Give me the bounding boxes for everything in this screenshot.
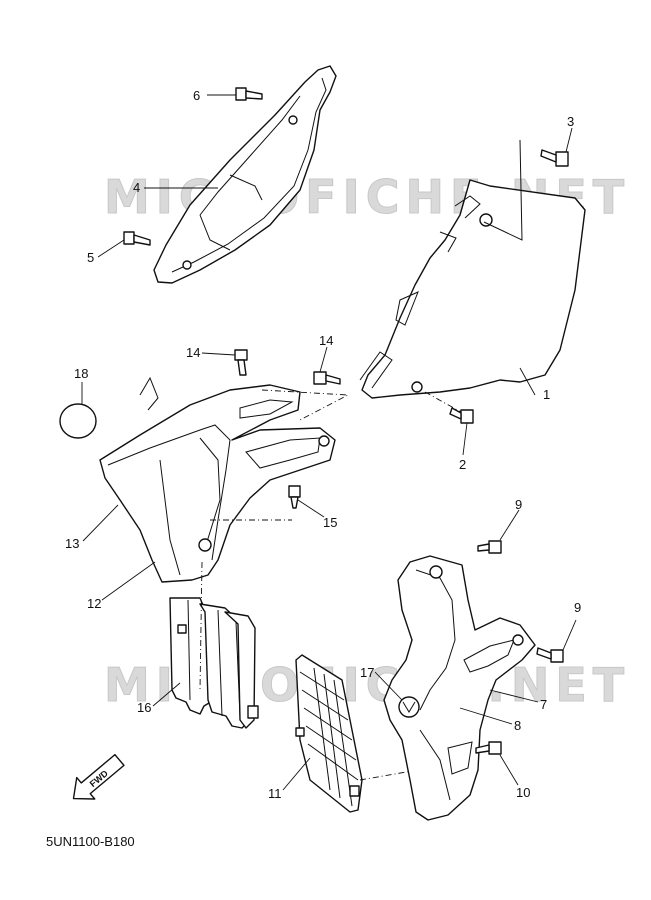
callout-15: 15 <box>323 515 337 530</box>
callout-11: 11 <box>268 786 282 801</box>
callout-17: 17 <box>360 665 374 680</box>
number-plate-part-1 <box>359 139 586 399</box>
callout-13: 13 <box>65 536 79 551</box>
callout-5: 5 <box>87 250 94 265</box>
callout-16: 16 <box>137 700 151 715</box>
figure-reference: 5UN1100-B180 <box>46 834 135 849</box>
fwd-arrow-icon: FWD <box>72 753 125 800</box>
louver-grille-part-11 <box>295 654 419 813</box>
side-cover-part-4 <box>153 65 337 284</box>
callout-3: 3 <box>567 114 574 129</box>
emblem-part-17 <box>398 696 420 718</box>
callout-1: 1 <box>543 387 550 402</box>
callout-14-right: 14 <box>319 333 333 348</box>
emblem-part-18 <box>59 403 97 439</box>
callout-2: 2 <box>459 457 466 472</box>
leader-lines <box>81 94 577 791</box>
callout-6: 6 <box>193 88 200 103</box>
radiator-shroud-part-12-13 <box>99 376 336 583</box>
callout-4: 4 <box>133 180 140 195</box>
callout-12: 12 <box>87 596 101 611</box>
callout-8: 8 <box>514 718 521 733</box>
bolt-15 <box>210 485 301 521</box>
bolt-3 <box>540 149 569 167</box>
bolt-10 <box>475 741 502 755</box>
bolt-9-upper <box>477 540 502 554</box>
bolt-6 <box>235 87 263 101</box>
bolt-9-lower <box>536 647 564 663</box>
callout-9-lower: 9 <box>574 600 581 615</box>
callout-7: 7 <box>540 697 547 712</box>
radiator-guard-part-16 <box>169 561 259 729</box>
callout-18: 18 <box>74 366 88 381</box>
bolt-14-left <box>234 349 248 376</box>
bolt-2 <box>424 391 474 424</box>
side-shroud-part-7 <box>383 555 536 821</box>
callout-9-upper: 9 <box>515 497 522 512</box>
callout-14-left: 14 <box>186 345 200 360</box>
bolt-14-right <box>261 371 350 421</box>
bolt-5 <box>123 231 151 246</box>
callout-10: 10 <box>516 785 530 800</box>
callout-labels: 1 2 3 4 5 6 7 8 9 9 10 11 12 13 14 14 15… <box>65 88 581 801</box>
